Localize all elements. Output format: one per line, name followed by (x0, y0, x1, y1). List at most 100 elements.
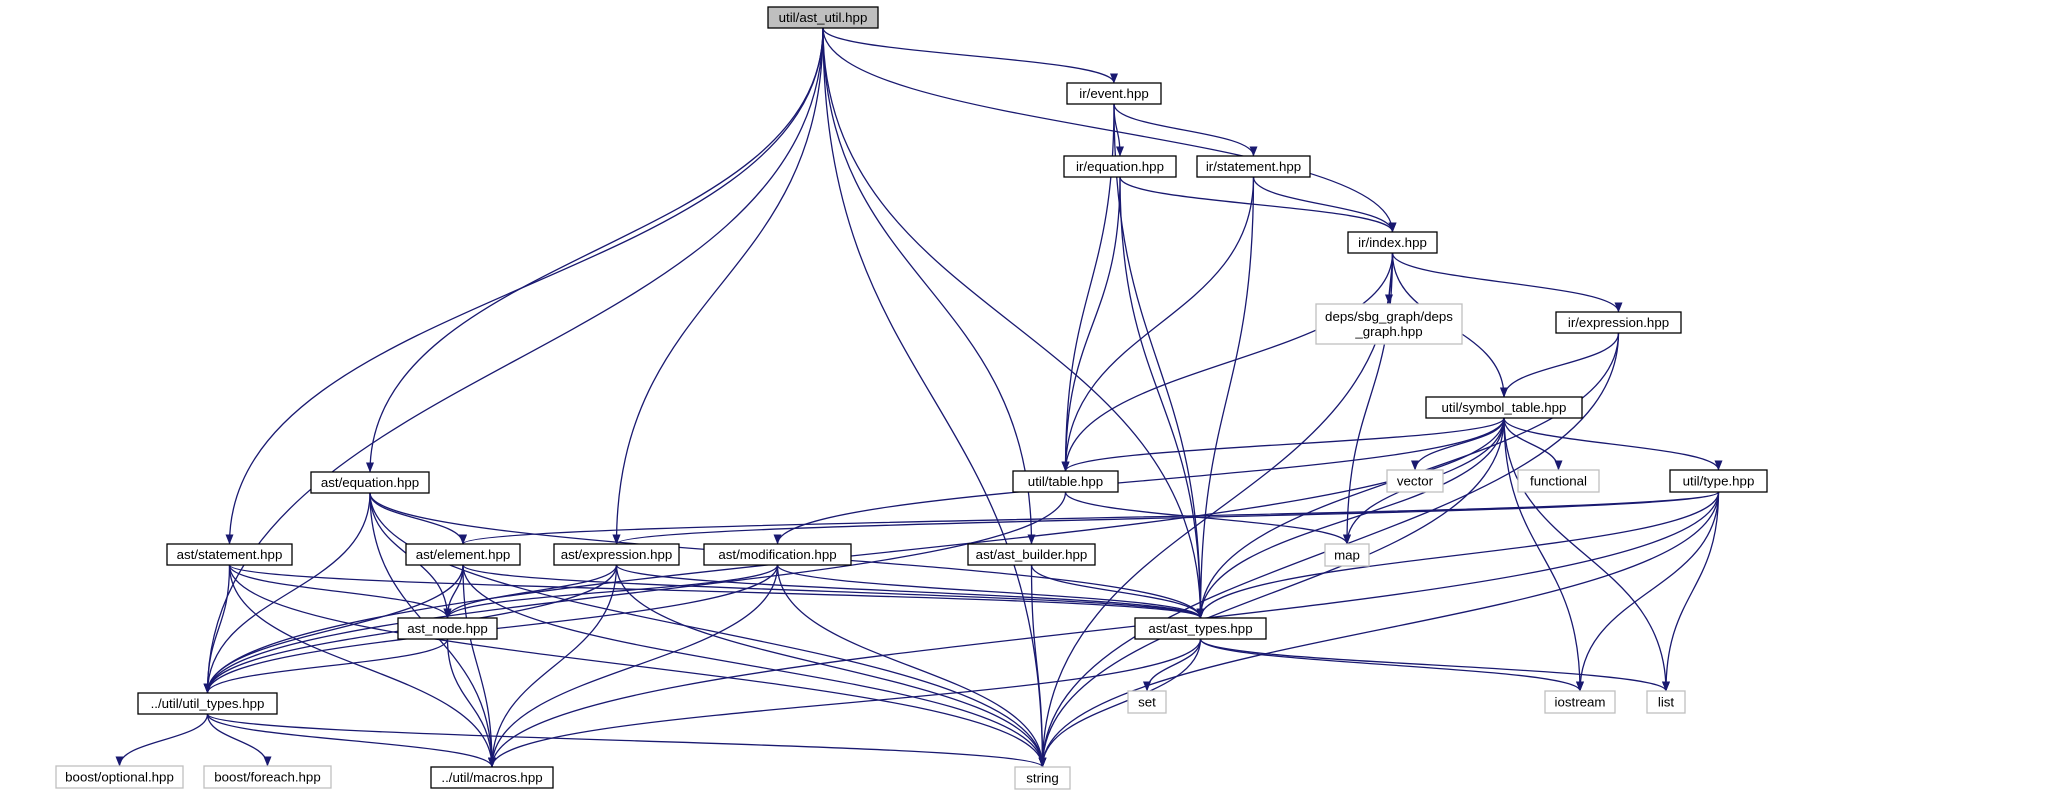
edge-ast-node-to-macros (446, 638, 496, 768)
node-label: util/type.hpp (1683, 474, 1755, 489)
node-vector: vector (1386, 469, 1444, 493)
node-ir-equation[interactable]: ir/equation.hpp (1063, 155, 1177, 178)
node-ast-equation[interactable]: ast/equation.hpp (310, 471, 430, 494)
node-label: ast/statement.hpp (177, 547, 283, 562)
node-string: string (1014, 766, 1071, 790)
edge-symbol-table-to-type (1503, 417, 1723, 471)
node-box (1063, 155, 1177, 178)
edge-ast-builder-to-ast-types (1030, 564, 1205, 619)
edge-ast-statement-to-util-types (203, 564, 231, 694)
edge-ast-util-to-ir-index (822, 27, 1397, 233)
node-label: set (1138, 695, 1156, 710)
edge-ast-util-to-ast-types (822, 27, 1205, 619)
edge-ir-index-to-string (1038, 252, 1394, 768)
node-box (1425, 396, 1583, 419)
edge-ast-util-to-ir-event (822, 27, 1118, 84)
edge-symbol-table-to-iostream (1503, 417, 1584, 692)
node-set: set (1127, 690, 1167, 714)
node-label: util/symbol_table.hpp (1442, 400, 1567, 415)
node-label: _graph.hpp (1354, 324, 1422, 339)
node-box (1014, 766, 1071, 790)
edge-ast-util-to-ast-statement (225, 27, 824, 545)
edge-util-types-to-boost-foreach (206, 713, 272, 767)
node-label: boost/optional.hpp (65, 770, 174, 785)
node-label: ast/ast_types.hpp (1148, 621, 1252, 636)
edge-ast-statement-to-macros (228, 564, 496, 768)
node-label: ir/statement.hpp (1206, 159, 1301, 174)
node-ir-event[interactable]: ir/event.hpp (1066, 82, 1162, 105)
node-box (1517, 469, 1600, 493)
node-ast-modification[interactable]: ast/modification.hpp (703, 543, 852, 566)
node-ast-builder[interactable]: ast/ast_builder.hpp (967, 543, 1096, 566)
edge-type-to-iostream (1576, 491, 1720, 692)
node-label: ../util/macros.hpp (441, 770, 542, 785)
node-label: ast/equation.hpp (321, 475, 419, 490)
edge-util-types-to-boost-optional (115, 713, 209, 767)
node-box (1012, 470, 1119, 493)
edge-ir-index-to-table (1061, 252, 1394, 472)
node-list: list (1646, 690, 1686, 714)
node-ast-element[interactable]: ast/element.hpp (405, 543, 521, 566)
node-ast-types[interactable]: ast/ast_types.hpp (1134, 617, 1267, 640)
edge-symbol-table-to-list (1503, 417, 1670, 692)
node-deps-graph: deps/sbg_graph/deps_graph.hpp (1315, 303, 1463, 345)
node-boost-foreach: boost/foreach.hpp (203, 765, 332, 789)
node-boost-optional: boost/optional.hpp (55, 765, 184, 789)
edge-ast-expression-to-ast-types (615, 564, 1205, 619)
node-box (1386, 469, 1444, 493)
node-box (1324, 543, 1370, 567)
edge-ast-modification-to-ast-node (443, 564, 779, 619)
node-label: string (1026, 771, 1059, 786)
node-label: deps/sbg_graph/deps (1325, 309, 1453, 324)
edge-ir-index-to-ir-expression (1391, 252, 1623, 313)
node-ir-statement[interactable]: ir/statement.hpp (1196, 155, 1311, 178)
node-macros[interactable]: ../util/macros.hpp (430, 766, 554, 789)
edge-ast-element-to-util-types (203, 564, 464, 694)
node-ast-expression[interactable]: ast/expression.hpp (553, 543, 680, 566)
node-symbol-table[interactable]: util/symbol_table.hpp (1425, 396, 1583, 419)
node-box (166, 543, 293, 566)
node-box (137, 692, 278, 715)
node-box (553, 543, 680, 566)
node-label: ir/event.hpp (1079, 86, 1148, 101)
node-box (1544, 690, 1616, 714)
edge-ast-types-to-list (1199, 638, 1670, 692)
node-type[interactable]: util/type.hpp (1669, 469, 1768, 493)
edge-type-to-list (1662, 491, 1720, 692)
edge-ast-util-to-string (822, 27, 1047, 768)
edge-ast-util-to-ast-builder (822, 27, 1036, 545)
node-layer: util/ast_util.hpp ir/event.hpp ir/equation… (55, 6, 1768, 790)
edge-symbol-table-to-functional (1503, 417, 1563, 471)
node-box (405, 543, 521, 566)
node-label: ir/expression.hpp (1568, 315, 1669, 330)
node-ast-statement[interactable]: ast/statement.hpp (166, 543, 293, 566)
edge-ast-element-to-ast-types (462, 564, 1205, 619)
node-ir-expression[interactable]: ir/expression.hpp (1555, 311, 1682, 334)
node-label: ir/equation.hpp (1076, 159, 1164, 174)
node-box (1669, 469, 1768, 493)
node-label: boost/foreach.hpp (214, 770, 320, 785)
node-ast-util[interactable]: util/ast_util.hpp (767, 6, 879, 29)
edge-ast-expression-to-ast-node (443, 564, 618, 619)
node-box (1555, 311, 1682, 334)
node-ast-node[interactable]: ast_node.hpp (397, 617, 498, 640)
node-util-types[interactable]: ../util/util_types.hpp (137, 692, 278, 715)
node-label: vector (1397, 474, 1434, 489)
node-ir-index[interactable]: ir/index.hpp (1347, 231, 1438, 254)
node-label: util/ast_util.hpp (779, 10, 868, 25)
edge-ast-modification-to-macros (488, 564, 779, 768)
node-box (430, 766, 554, 789)
edge-util-types-to-macros (206, 713, 496, 768)
node-functional: functional (1517, 469, 1600, 493)
edge-ir-equation-to-ir-index (1119, 176, 1397, 233)
edge-symbol-table-to-table (1061, 417, 1505, 472)
node-label: ast/expression.hpp (561, 547, 673, 562)
node-table[interactable]: util/table.hpp (1012, 470, 1119, 493)
edge-ast-expression-to-string (615, 564, 1047, 768)
edge-type-to-ast-types (1196, 491, 1720, 619)
edge-util-types-to-string (206, 713, 1047, 768)
node-box (1315, 303, 1463, 345)
edge-ast-modification-to-ast-types (776, 564, 1205, 619)
edge-ir-equation-to-table (1061, 176, 1121, 472)
